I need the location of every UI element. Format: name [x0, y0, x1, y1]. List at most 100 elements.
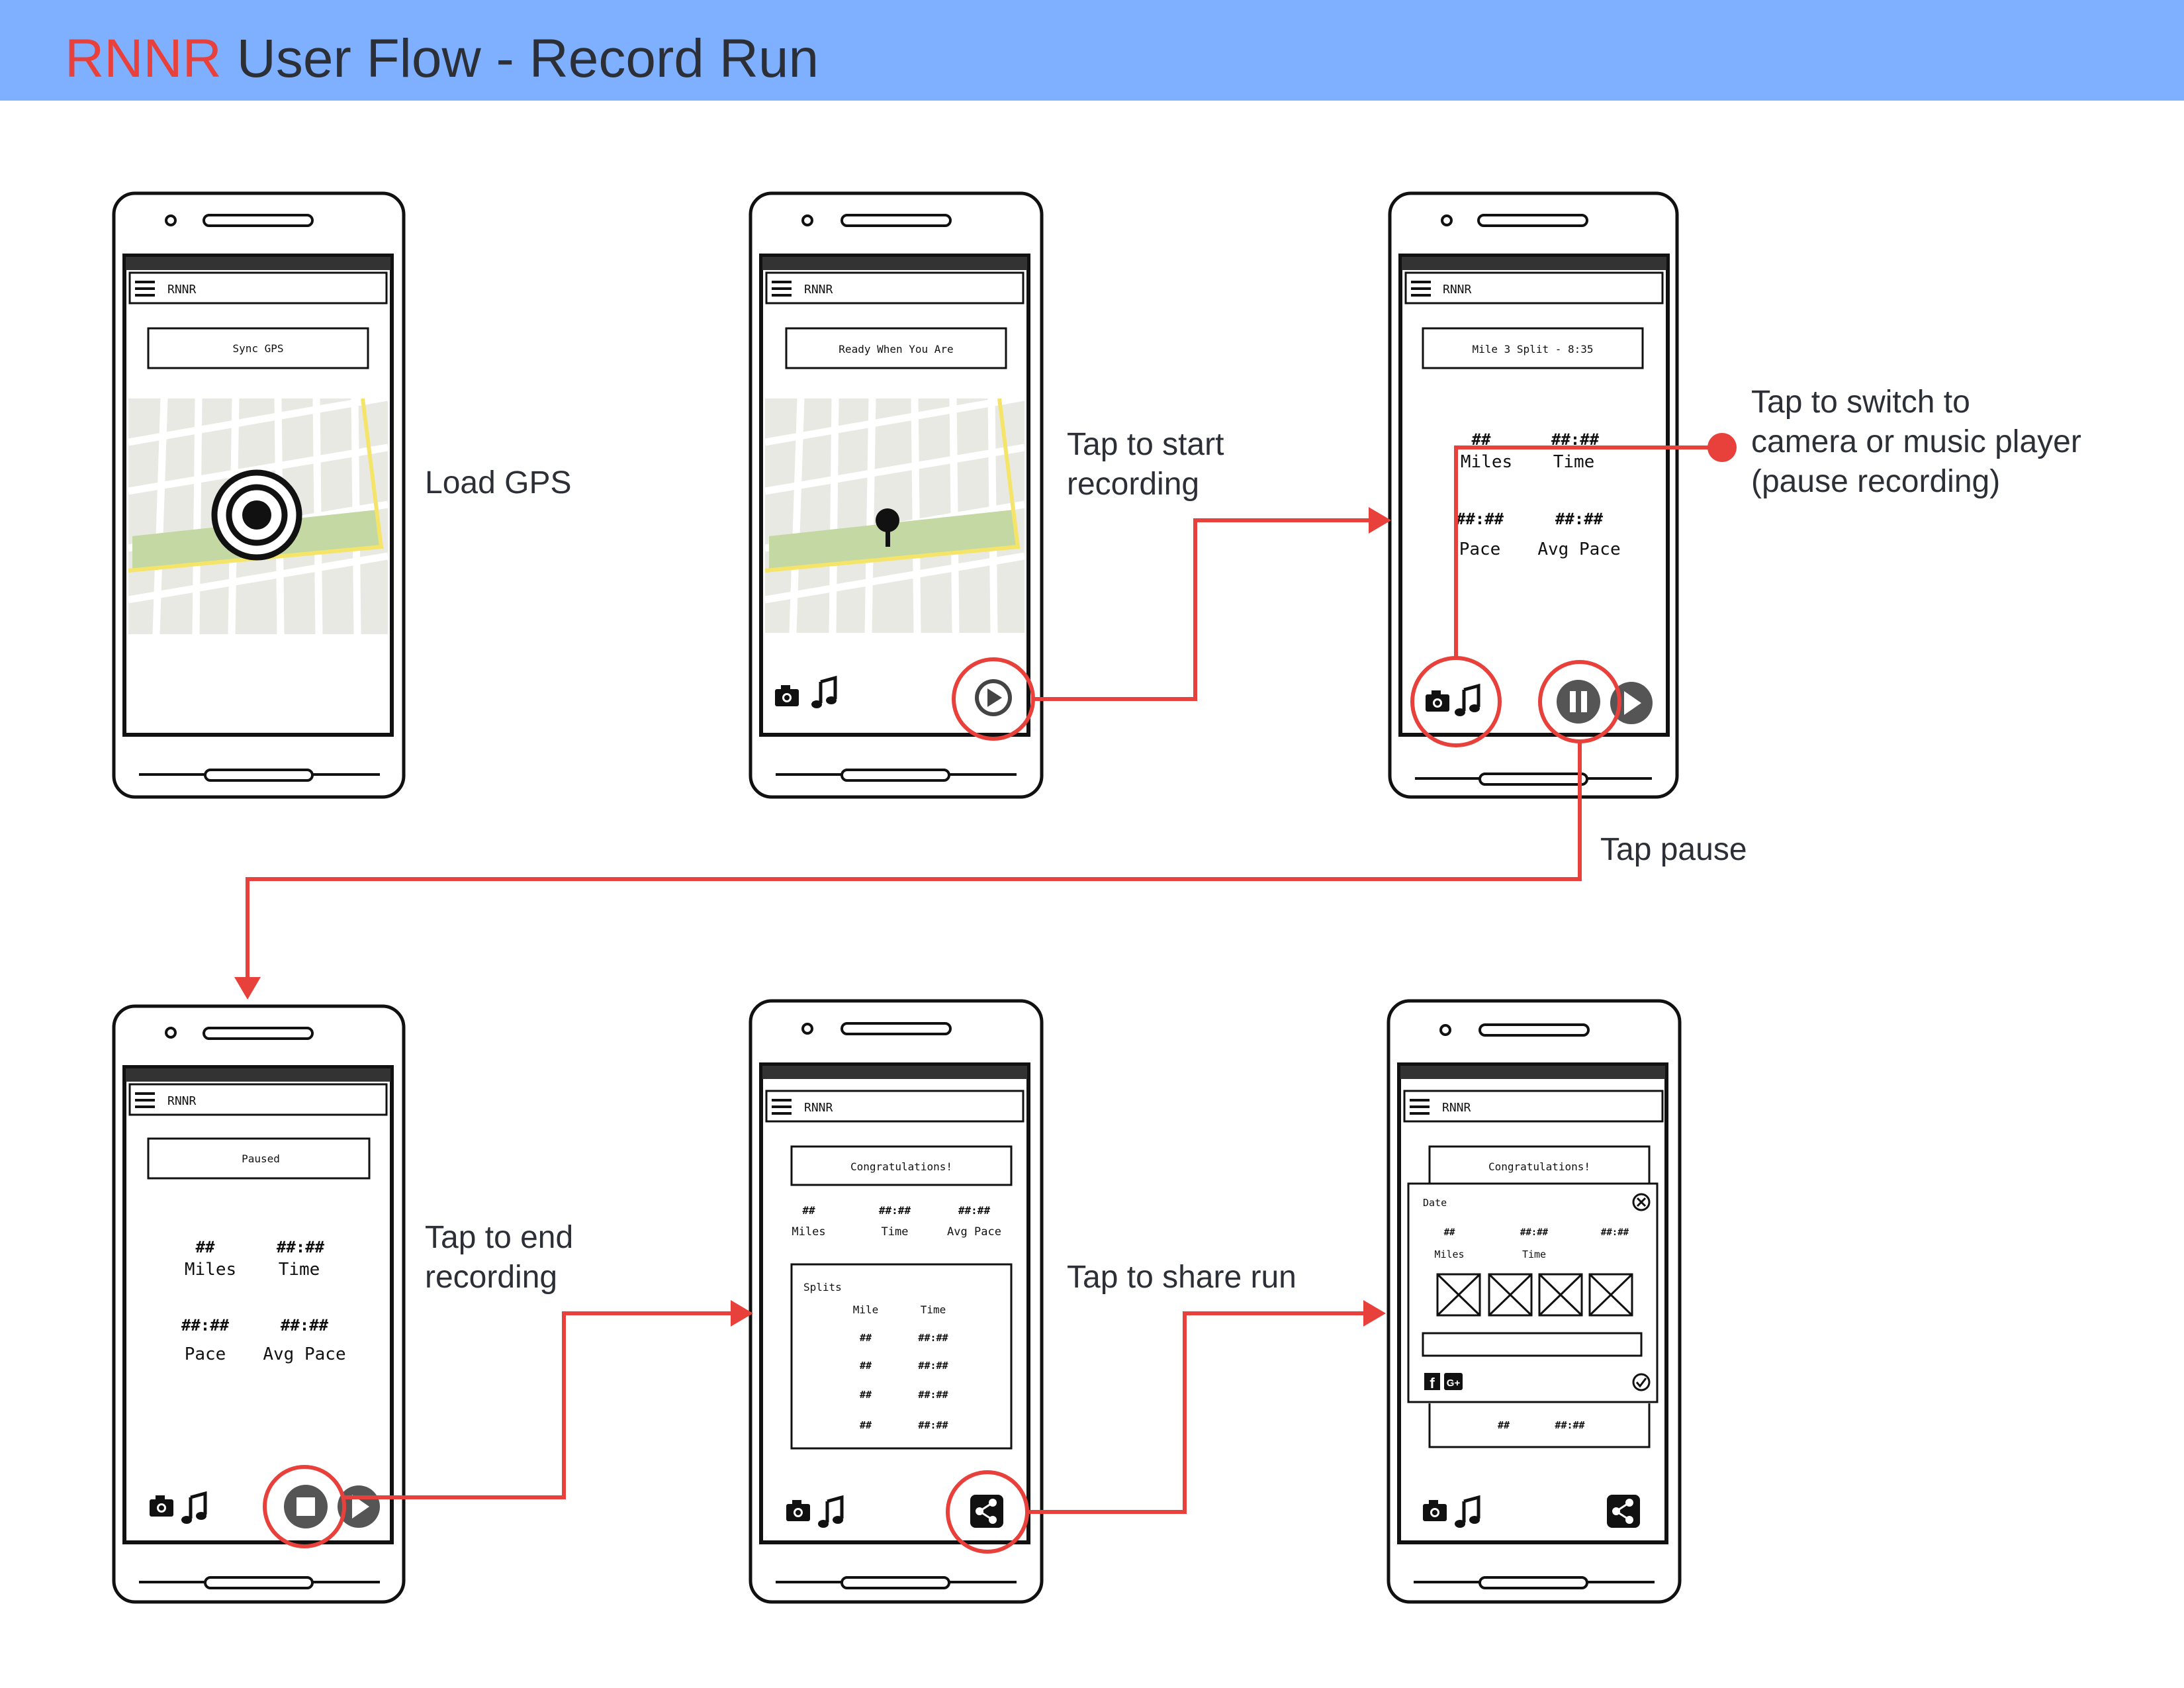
- pace-value: ##:##: [1456, 510, 1504, 528]
- banner-text: Congratulations!: [850, 1160, 952, 1173]
- miles-label: Miles: [792, 1225, 825, 1239]
- split-mile: ##: [860, 1389, 872, 1401]
- phone-summary: RNNR Congratulations! ## Miles ##:## Tim…: [749, 999, 1044, 1604]
- music-note-icon[interactable]: [181, 1491, 207, 1524]
- menu-icon[interactable]: [135, 1092, 155, 1108]
- app-name: RNNR: [167, 1094, 197, 1108]
- music-note-icon[interactable]: [1455, 683, 1480, 716]
- status-banner: [1422, 327, 1644, 369]
- play-button[interactable]: [975, 679, 1012, 716]
- split-mile: ##: [860, 1419, 872, 1431]
- camera-icon[interactable]: [786, 1500, 810, 1521]
- avg-pace-value: ##:##: [281, 1316, 329, 1335]
- photo-placeholder[interactable]: [1488, 1273, 1533, 1317]
- splits-col-mile: Mile: [853, 1303, 879, 1316]
- banner-text: Congratulations!: [1488, 1160, 1590, 1173]
- annotation-share: Tap to share run: [1067, 1260, 1297, 1295]
- miles-value: ##: [802, 1204, 815, 1217]
- time-value: ##:##: [879, 1204, 911, 1217]
- pace-label: Pace: [185, 1344, 226, 1364]
- svg-text:G+: G+: [1447, 1378, 1461, 1389]
- split-time: ##:##: [918, 1419, 948, 1431]
- camera-icon[interactable]: [1426, 690, 1449, 712]
- miles-value: ##: [196, 1238, 215, 1256]
- dialog-date: Date: [1423, 1197, 1447, 1209]
- app-name: RNNR: [167, 283, 197, 297]
- share-button[interactable]: [970, 1495, 1003, 1528]
- arrowhead: [1363, 1300, 1386, 1327]
- time-value: ##:##: [277, 1238, 325, 1256]
- banner-text: Paused: [242, 1152, 280, 1165]
- avg-pace-label: Avg Pace: [1537, 539, 1620, 559]
- phone-paused: RNNR Paused ## Miles ##:## Time ##:## Pa…: [112, 1004, 406, 1604]
- splits-table: [790, 1263, 1013, 1450]
- facebook-icon[interactable]: f: [1424, 1373, 1440, 1391]
- connector-end: [344, 1311, 735, 1499]
- status-banner: [147, 1137, 371, 1180]
- app-name: RNNR: [1443, 283, 1472, 297]
- camera-icon[interactable]: [150, 1495, 173, 1517]
- connector-pause: [246, 741, 1582, 978]
- share-dialog: Date ## ##:## ##:## Miles Time f G+: [1407, 1182, 1659, 1403]
- confirm-check-icon[interactable]: [1632, 1373, 1651, 1391]
- map-view: [764, 393, 1025, 633]
- pace-label: Pace: [1459, 539, 1501, 559]
- highlight-stop: [263, 1465, 346, 1548]
- banner-text: Mile 3 Split - 8:35: [1472, 343, 1593, 355]
- bottom-value-2: ##:##: [1555, 1419, 1584, 1431]
- annotation-switch: Tap to switch to camera or music player …: [1751, 385, 2081, 499]
- annotation-end: Tap to end recording: [425, 1220, 574, 1295]
- music-note-icon[interactable]: [818, 1495, 844, 1528]
- splits-col-time: Time: [921, 1303, 946, 1316]
- brand-name: RNNR: [65, 28, 222, 89]
- bottom-value-1: ##: [1498, 1419, 1510, 1431]
- app-name: RNNR: [804, 283, 833, 297]
- status-banner: [147, 327, 369, 369]
- share-button[interactable]: [1607, 1495, 1640, 1528]
- photo-placeholder[interactable]: [1436, 1273, 1481, 1317]
- pace-value: ##:##: [181, 1316, 230, 1335]
- music-note-icon[interactable]: [1455, 1495, 1480, 1528]
- menu-icon[interactable]: [1410, 1099, 1430, 1115]
- avg-pace-value: ##:##: [1555, 510, 1604, 528]
- menu-icon[interactable]: [772, 281, 792, 297]
- page-title: RNNR User Flow - Record Run: [65, 28, 819, 90]
- phone-recording: RNNR Mile 3 Split - 8:35 ## Miles ##:## …: [1388, 191, 1679, 799]
- connector-start: [1033, 518, 1370, 701]
- play-button[interactable]: [1610, 682, 1653, 724]
- pause-button[interactable]: [1557, 680, 1600, 724]
- miles-label: Miles: [1461, 452, 1512, 472]
- avg-pace-value: ##:##: [958, 1204, 991, 1217]
- phone-share: RNNR Congratulations! ## ##:## Date ## #…: [1387, 999, 1682, 1604]
- banner-text: Ready When You Are: [839, 343, 953, 355]
- connector-dot: [1707, 433, 1737, 462]
- dialog-value-3: ##:##: [1601, 1227, 1629, 1238]
- caption-input[interactable]: [1422, 1332, 1643, 1357]
- close-icon[interactable]: [1632, 1193, 1651, 1211]
- dialog-miles-label: Miles: [1434, 1248, 1464, 1260]
- menu-icon[interactable]: [1411, 281, 1431, 297]
- phone-sync-gps: RNNR Sync GPS: [112, 191, 406, 799]
- music-note-icon[interactable]: [811, 675, 837, 708]
- title-bar: RNNR User Flow - Record Run: [0, 0, 2184, 101]
- google-plus-icon[interactable]: G+: [1444, 1373, 1463, 1390]
- connector-switch: [1454, 445, 1721, 658]
- menu-icon[interactable]: [772, 1099, 792, 1115]
- dialog-time-label: Time: [1522, 1248, 1546, 1260]
- stop-button[interactable]: [284, 1485, 328, 1528]
- menu-icon[interactable]: [135, 281, 155, 297]
- status-banner: [790, 1145, 1013, 1186]
- annotation-start: Tap to start recording: [1067, 427, 1224, 502]
- photo-placeholder[interactable]: [1588, 1273, 1633, 1317]
- arrowhead: [234, 977, 261, 1000]
- arrowhead: [731, 1300, 753, 1327]
- svg-text:f: f: [1430, 1375, 1435, 1391]
- split-mile: ##: [860, 1360, 872, 1372]
- map-pin-icon: [876, 508, 899, 547]
- phone-ready: RNNR Ready When You Are: [749, 191, 1044, 799]
- photo-placeholder[interactable]: [1538, 1273, 1583, 1317]
- camera-icon[interactable]: [775, 685, 799, 706]
- camera-icon[interactable]: [1423, 1500, 1447, 1521]
- miles-label: Miles: [185, 1260, 236, 1280]
